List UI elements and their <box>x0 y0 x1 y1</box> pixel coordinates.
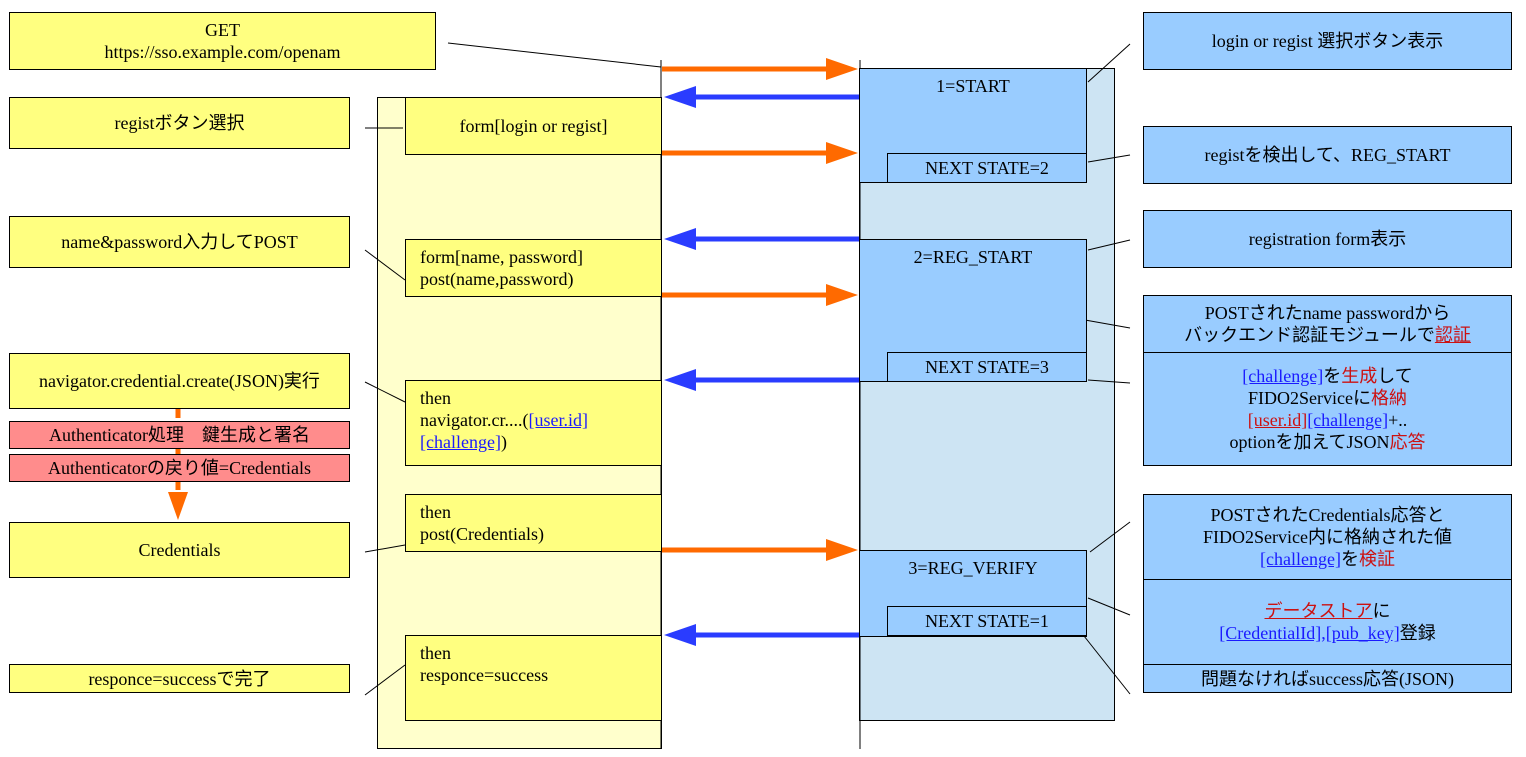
next-state-2: NEXT STATE=2 <box>887 153 1087 183</box>
state-start-label: 1=START <box>936 76 1010 96</box>
response-note: responce=successで完了 <box>9 664 350 693</box>
verify-note: POSTされたCredentials応答と FIDO2Service内に格納され… <box>1143 494 1512 580</box>
next-state-2-label: NEXT STATE=2 <box>925 158 1049 178</box>
client-form-name-line1: form[name, password] <box>420 247 583 267</box>
regist-detect-text: registを検出して、REG_START <box>1204 145 1451 165</box>
response-text: responce=successで完了 <box>88 668 271 689</box>
right-callouts <box>1083 43 1131 695</box>
next-state-1: NEXT STATE=1 <box>887 606 1087 636</box>
datastore-ni: に <box>1372 601 1391 621</box>
left-callouts <box>364 42 662 696</box>
navigator-call-text: navigator.cr....( <box>420 410 529 430</box>
option-text: optionを加えてJSON <box>1229 432 1390 452</box>
datastore-note: データストアに [CredentialId],[pub_key]登録 <box>1143 579 1512 665</box>
backend-auth-line1: POSTされたname passwordから <box>1204 303 1451 323</box>
authenticator-return-text: Authenticatorの戻り値=Credentials <box>47 458 312 478</box>
datastore-line2: [CredentialId],[pub_key]登録 <box>1219 622 1435 644</box>
generate-line2: FIDO2Serviceに格納 <box>1248 387 1407 409</box>
user-id-link[interactable]: [user.id] <box>528 410 588 430</box>
registration-form-note: registration form表示 <box>1143 210 1512 268</box>
client-form-name-line2: post(name,password) <box>420 269 574 289</box>
authenticator-return-note: Authenticatorの戻り値=Credentials <box>9 454 350 482</box>
regist-select-note: registボタン選択 <box>9 97 350 149</box>
next-state-3: NEXT STATE=3 <box>887 352 1087 382</box>
verify-challenge-link[interactable]: [challenge] <box>1260 549 1341 569</box>
generate-challenge-link[interactable]: [challenge] <box>1242 366 1324 386</box>
verify-line3: [challenge]を検証 <box>1260 548 1395 570</box>
login-regist-text: login or regist 選択ボタン表示 <box>1211 31 1444 51</box>
verify-keyword: 検証 <box>1358 549 1395 569</box>
navigator-close-paren: ) <box>500 432 507 452</box>
backend-auth-line2-text: バックエンド認証モジュールで <box>1184 325 1435 345</box>
navigator-note: navigator.credential.create(JSON)実行 <box>9 353 350 409</box>
plus-text: +.. <box>1388 410 1408 430</box>
success-text: 問題なければsuccess応答(JSON) <box>1201 668 1454 689</box>
client-then-post-line1: then <box>420 502 451 522</box>
fido-service-text: FIDO2Serviceに <box>1248 388 1371 408</box>
generate-line1: [challenge]を生成して <box>1242 365 1412 387</box>
generate-line3: [user.id][challenge]+.. <box>1248 409 1408 431</box>
auth-link[interactable]: 認証 <box>1434 325 1471 345</box>
datastore-line1: データストアに <box>1265 600 1391 622</box>
state-reg-verify-label: 3=REG_VERIFY <box>908 558 1038 578</box>
credentials-text: Credentials <box>138 540 221 560</box>
generate-shite: して <box>1377 366 1413 386</box>
backend-auth-note: POSTされたname passwordから バックエンド認証モジュールで認証 <box>1143 295 1512 353</box>
regist-detect-note: registを検出して、REG_START <box>1143 126 1512 184</box>
client-then-navigator-line2: navigator.cr....([user.id] <box>420 409 647 431</box>
client-form-name: form[name, password] post(name,password) <box>405 239 662 297</box>
store-keyword: 格納 <box>1370 388 1407 408</box>
get-method: GET <box>205 20 240 40</box>
client-then-navigator-line3: [challenge]) <box>420 431 647 453</box>
verify-line1: POSTされたCredentials応答と <box>1210 505 1445 525</box>
credential-pubkey-link[interactable]: [CredentialId],[pub_key] <box>1219 623 1400 643</box>
datastore-link[interactable]: データストア <box>1264 601 1373 621</box>
authenticator-process-text: Authenticator処理 鍵生成と署名 <box>49 425 310 445</box>
client-then-navigator: then navigator.cr....([user.id] [challen… <box>405 380 662 466</box>
get-url: https://sso.example.com/openam <box>104 42 341 62</box>
client-then-navigator-line1: then <box>420 388 451 408</box>
login-regist-note: login or regist 選択ボタン表示 <box>1143 12 1512 70</box>
client-then-response: then responce=success <box>405 635 662 721</box>
name-password-text: name&password入力してPOST <box>61 232 298 252</box>
client-form-login: form[login or regist] <box>405 97 662 155</box>
credentials-note: Credentials <box>9 522 350 578</box>
state-reg-start-label: 2=REG_START <box>913 247 1033 267</box>
generate-wo: を <box>1323 366 1342 386</box>
next-state-1-label: NEXT STATE=1 <box>925 611 1049 631</box>
register-text: 登録 <box>1399 623 1436 643</box>
client-then-response-line2: responce=success <box>420 665 549 685</box>
response-keyword: 応答 <box>1389 432 1426 452</box>
get-request-note: GET https://sso.example.com/openam <box>9 12 436 70</box>
name-password-note: name&password入力してPOST <box>9 216 350 268</box>
authenticator-process-note: Authenticator処理 鍵生成と署名 <box>9 421 350 449</box>
challenge-link[interactable]: [challenge] <box>420 432 501 452</box>
client-form-login-text: form[login or regist] <box>459 116 608 136</box>
generate-line4: optionを加えてJSON応答 <box>1229 431 1425 453</box>
challenge-generate-note: [challenge]を生成して FIDO2Serviceに格納 [user.i… <box>1143 352 1512 466</box>
response-arrows <box>664 86 859 646</box>
client-then-response-line1: then <box>420 643 451 663</box>
client-then-post: then post(Credentials) <box>405 494 662 552</box>
next-state-3-label: NEXT STATE=3 <box>925 357 1049 377</box>
store-challenge-link[interactable]: [challenge] <box>1307 410 1389 430</box>
client-then-post-line2: post(Credentials) <box>420 524 544 544</box>
success-note: 問題なければsuccess応答(JSON) <box>1143 664 1512 693</box>
generate-keyword: 生成 <box>1341 366 1378 386</box>
verify-line2: FIDO2Service内に格納された値 <box>1203 527 1452 547</box>
backend-auth-line2: バックエンド認証モジュールで認証 <box>1184 324 1471 346</box>
navigator-text: navigator.credential.create(JSON)実行 <box>39 371 320 391</box>
regist-select-text: registボタン選択 <box>114 113 245 133</box>
request-arrows <box>662 58 858 561</box>
registration-form-text: registration form表示 <box>1248 229 1407 249</box>
verify-wo: を <box>1340 549 1359 569</box>
store-userid-link[interactable]: [user.id] <box>1247 410 1308 430</box>
